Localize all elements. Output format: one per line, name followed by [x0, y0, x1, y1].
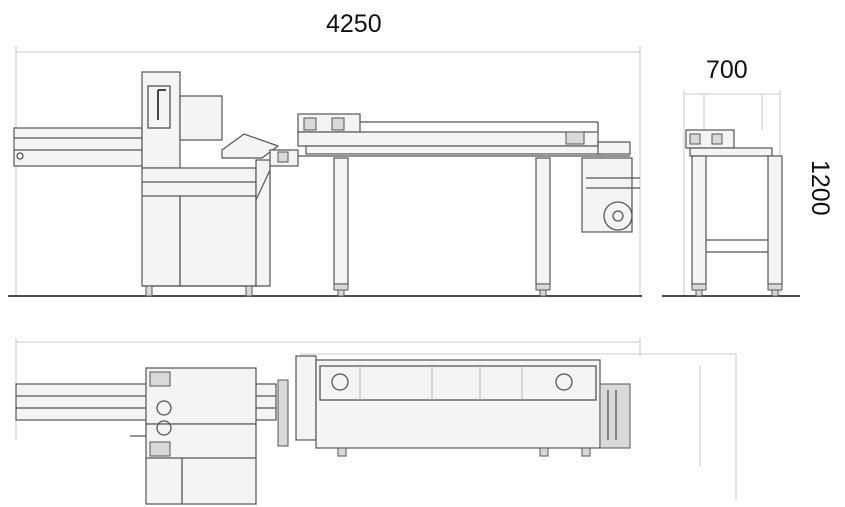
- width-dimension-label: 700: [706, 56, 748, 84]
- side-view: [8, 46, 642, 297]
- top-view: [15, 338, 737, 505]
- end-view: [662, 90, 800, 297]
- height-dimension-label: 1200: [806, 160, 834, 216]
- length-dimension-label: 4250: [326, 10, 382, 38]
